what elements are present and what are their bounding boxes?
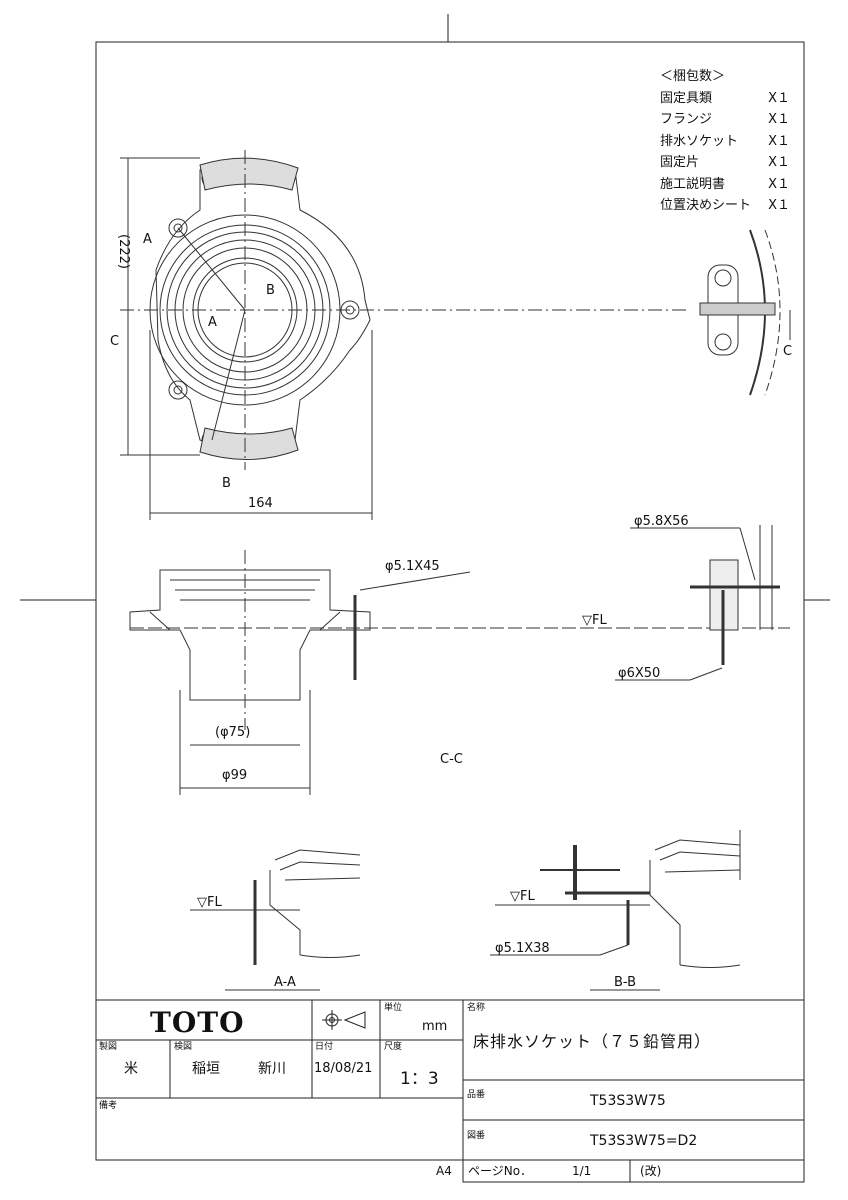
drafter: 米 xyxy=(124,1061,138,1077)
drawing-no: T53S3W75=D2 xyxy=(590,1133,698,1149)
page-number: 1/1 xyxy=(572,1164,592,1178)
packing-list-title: ＜梱包数＞ xyxy=(660,69,726,84)
product-name: 床排水ソケット（７５鉛管用） xyxy=(473,1032,712,1051)
fl-bb-label: ▽FL xyxy=(510,889,535,904)
section-cc xyxy=(129,525,790,795)
unit-label: 単位 xyxy=(384,1003,403,1013)
checker-label: 検図 xyxy=(174,1042,193,1052)
fl-label: ▽FL xyxy=(582,613,607,628)
drafter-label: 製図 xyxy=(99,1042,118,1052)
label-c-right: C xyxy=(783,344,793,359)
remarks-label: 備考 xyxy=(99,1101,118,1111)
drawing-no-label: 図番 xyxy=(467,1131,486,1141)
dim-222: (222) xyxy=(115,234,131,269)
label-a-center: A xyxy=(208,315,217,330)
name-label: 名称 xyxy=(467,1003,486,1013)
date-label: 日付 xyxy=(315,1042,334,1052)
section-aa xyxy=(190,849,361,991)
date: 18/08/21 xyxy=(314,1061,373,1076)
drawing-frame xyxy=(95,41,805,1161)
side-detail xyxy=(699,229,791,396)
label-c-left: C xyxy=(110,334,120,349)
scale-label: 尺度 xyxy=(384,1042,403,1052)
section-cc-label: C-C xyxy=(440,752,463,767)
part-no-label: 品番 xyxy=(467,1090,486,1100)
title-block-grid xyxy=(96,999,805,1183)
dim-99: φ99 xyxy=(222,768,248,783)
toto-logo: TOTO xyxy=(150,1006,245,1039)
paper-size: A4 xyxy=(436,1164,452,1178)
unit-value: mm xyxy=(422,1019,448,1034)
label-b-center: B xyxy=(266,283,275,298)
page-label: ページNo． xyxy=(468,1164,533,1178)
part-no: T53S3W75 xyxy=(590,1093,666,1109)
section-aa-label: A-A xyxy=(274,975,296,990)
section-bb-label: B-B xyxy=(614,975,637,990)
dim-75: (φ75) xyxy=(215,725,251,740)
fl-aa-label: ▽FL xyxy=(197,895,222,910)
checker-2: 新川 xyxy=(258,1061,286,1077)
screw-50-label: φ6X50 xyxy=(618,666,661,681)
plan-view xyxy=(120,150,690,520)
screw-38-label: φ5.1X38 xyxy=(495,941,550,956)
section-bb xyxy=(490,830,741,991)
label-b-bottom: B xyxy=(222,476,231,491)
revision-label: (改) xyxy=(640,1164,662,1178)
dim-164: 164 xyxy=(248,496,273,511)
label-a-top: A xyxy=(143,232,152,247)
screw-45-label: φ5.1X45 xyxy=(385,559,440,574)
screw-56-label: φ5.8X56 xyxy=(634,514,689,529)
checker-1: 稲垣 xyxy=(192,1061,220,1077)
scale: 1：3 xyxy=(400,1069,439,1089)
